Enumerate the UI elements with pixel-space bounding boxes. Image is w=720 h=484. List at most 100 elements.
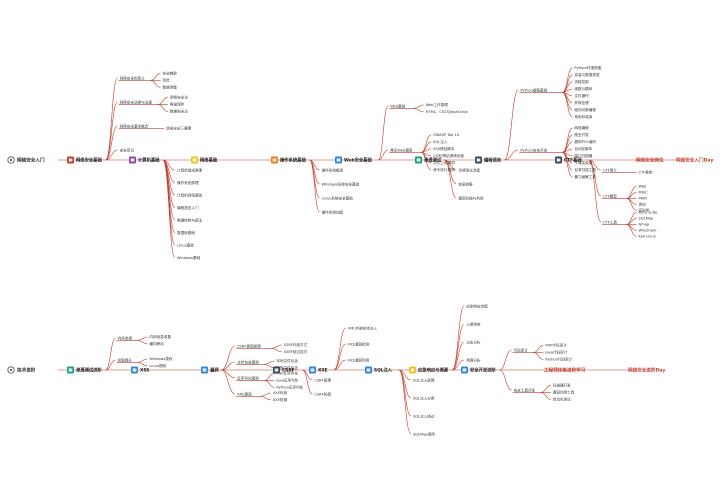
leaf-label[interactable]: SSRF绕过技巧	[284, 349, 308, 354]
leaf-label[interactable]: 网络安全法	[170, 95, 188, 100]
trunk-node-label[interactable]: Web安全基础	[344, 156, 372, 163]
leaf-label[interactable]: Kali Linux	[639, 235, 657, 239]
leaf-label[interactable]: 暴力破解工具	[574, 174, 596, 179]
branch-label[interactable]: 安全意识	[120, 147, 135, 152]
leaf-label[interactable]: 本地文件包含	[276, 358, 298, 363]
leaf-label[interactable]: 漏洞POC编写	[574, 139, 596, 144]
branch-label[interactable]: XML外部实体注入	[348, 325, 378, 330]
branch-label[interactable]: CTF工具	[603, 219, 617, 224]
trunk-node-label[interactable]: CSRF	[282, 367, 295, 373]
branch-label[interactable]: XXE漏洞检测	[348, 341, 370, 346]
branch-label[interactable]: 常见Web漏洞	[390, 147, 413, 152]
leaf-label[interactable]: 网络编程	[574, 125, 589, 130]
leaf-label[interactable]: 自动化测试	[553, 397, 571, 402]
goal-label[interactable]: 网络安全进阶Day	[628, 366, 665, 373]
leaf-label[interactable]: 函数与模块	[574, 86, 592, 91]
leaf-label[interactable]: Python环境搭建	[574, 65, 601, 70]
branch-label[interactable]: 数据库基础	[177, 230, 195, 235]
leaf-label[interactable]: Linux提权	[149, 363, 166, 368]
leaf-label[interactable]: 安全威胁	[163, 71, 178, 76]
branch-label[interactable]: 内网渗透	[118, 335, 133, 340]
branch-label[interactable]: 网络安全基本概念	[120, 123, 149, 128]
leaf-label[interactable]: Python反序列化	[276, 385, 303, 390]
branch-label[interactable]: XXE漏洞	[237, 391, 252, 396]
trunk-node-label[interactable]: CTF基础	[564, 156, 582, 163]
leaf-label[interactable]: XXE利用	[273, 390, 288, 395]
branch-label[interactable]: CSRF防御	[314, 391, 331, 396]
branch-label[interactable]: 计算机网络基础	[177, 192, 203, 197]
leaf-label[interactable]: 数据安全法	[170, 109, 188, 114]
branch-label[interactable]: 网络安全的意义	[120, 75, 146, 80]
leaf-label[interactable]: 密码学	[639, 208, 650, 213]
branch-label[interactable]: SQL注入分类	[413, 395, 435, 400]
branch-label[interactable]: 文件包含漏洞	[237, 359, 259, 364]
branch-label[interactable]: 漏洞扫描与利用	[458, 195, 484, 200]
root-label[interactable]: 网络安全入门	[17, 156, 45, 163]
branch-label[interactable]: 入侵排查	[466, 321, 481, 326]
branch-label[interactable]: 应急响应流程	[466, 303, 488, 308]
leaf-label[interactable]: Wireshark	[639, 229, 658, 233]
leaf-label[interactable]: 目录扫描工具	[574, 167, 596, 172]
leaf-label[interactable]: 数据泄露	[163, 85, 178, 90]
trunk-node-label[interactable]: 渗透测试	[424, 156, 442, 163]
trunk-node-label[interactable]: XSS	[140, 367, 149, 373]
branch-label[interactable]: 反序列化漏洞	[237, 375, 259, 380]
leaf-label[interactable]: 逆向	[639, 202, 647, 207]
branch-label[interactable]: XXE漏洞利用	[348, 357, 370, 362]
trunk-node-label[interactable]: 漏洞	[210, 366, 219, 373]
leaf-label[interactable]: 流程控制	[574, 79, 589, 84]
leaf-label[interactable]: 常用标准库	[574, 114, 592, 119]
leaf-label[interactable]: 内网信息收集	[149, 334, 171, 339]
branch-label[interactable]: Python安全开发	[520, 147, 547, 152]
branch-label[interactable]: 操作系统概述	[322, 167, 344, 172]
leaf-label[interactable]: PHP反序列化	[276, 371, 298, 376]
leaf-label[interactable]: Java反序列化	[275, 378, 298, 383]
leaf-label[interactable]: Web工作原理	[426, 102, 449, 107]
branch-label[interactable]: SQL注入原理	[413, 377, 435, 382]
leaf-label[interactable]: PHP代码审计	[545, 343, 567, 348]
trunk-node-label[interactable]: 计算机基础	[138, 156, 160, 163]
leaf-label[interactable]: SQL注入	[433, 139, 448, 144]
leaf-label[interactable]: CTF赛制	[639, 170, 653, 175]
trunk-node-label[interactable]: 渗透测试进阶	[76, 366, 102, 373]
leaf-label[interactable]: 等级保护	[170, 102, 185, 107]
leaf-label[interactable]: 文件操作	[574, 93, 589, 98]
leaf-label[interactable]: OWASP Top 10	[433, 133, 460, 137]
branch-label[interactable]: 渗透测试流程	[458, 167, 480, 172]
branch-label[interactable]: 信息收集	[458, 181, 473, 186]
branch-label[interactable]: CSRF原理	[314, 377, 331, 382]
leaf-label[interactable]: XXE防御	[273, 397, 288, 402]
branch-label[interactable]: 计算机组成原理	[177, 167, 203, 172]
goal-label[interactable]: 网络安全岗位	[636, 156, 664, 163]
trunk-node-label[interactable]: 应急响应与溯源	[418, 366, 449, 373]
trunk-node-label[interactable]: 网络基础	[200, 156, 218, 163]
leaf-label[interactable]: 面向对象编程	[574, 107, 596, 112]
leaf-label[interactable]: XSS跨站脚本	[433, 146, 455, 151]
leaf-label[interactable]: Burp Suite	[639, 211, 659, 215]
leaf-label[interactable]: Windows提权	[149, 356, 173, 361]
trunk-node-label[interactable]: 网络安全基础	[76, 156, 102, 163]
leaf-label[interactable]: Web	[639, 185, 648, 189]
leaf-label[interactable]: PWN	[639, 197, 648, 201]
leaf-label[interactable]: 信息安全三要素	[166, 126, 192, 131]
leaf-label[interactable]: 子域名收集	[574, 160, 592, 165]
branch-label[interactable]: Linux系统安全基础	[322, 195, 354, 200]
trunk-node-label[interactable]: 安全开发进阶	[470, 366, 496, 373]
leaf-label[interactable]: 扫描器开发	[553, 383, 571, 388]
leaf-label[interactable]: 风险	[163, 78, 171, 83]
leaf-label[interactable]: 横向移动	[149, 341, 164, 346]
branch-label[interactable]: Python编程基础	[520, 87, 547, 92]
leaf-label[interactable]: 爬虫开发	[574, 132, 589, 137]
root-label[interactable]: 技术进阶	[17, 366, 36, 373]
branch-label[interactable]: Linux基础	[177, 242, 194, 247]
branch-label[interactable]: SSRF漏洞原理	[237, 343, 261, 348]
leaf-label[interactable]: CSRF跨站请求伪造	[433, 153, 464, 158]
leaf-label[interactable]: 文件上传漏洞	[433, 160, 455, 165]
leaf-label[interactable]: Java代码审计	[544, 350, 567, 355]
branch-label[interactable]: SQL注入绕过	[413, 413, 435, 418]
branch-label[interactable]: Web基础	[390, 103, 405, 108]
branch-label[interactable]: 操作系统加固	[322, 209, 344, 214]
branch-label[interactable]: 代码审计	[514, 347, 529, 352]
branch-label[interactable]: SQLMap使用	[413, 431, 435, 436]
leaf-label[interactable]: 命令执行漏洞	[433, 167, 455, 172]
